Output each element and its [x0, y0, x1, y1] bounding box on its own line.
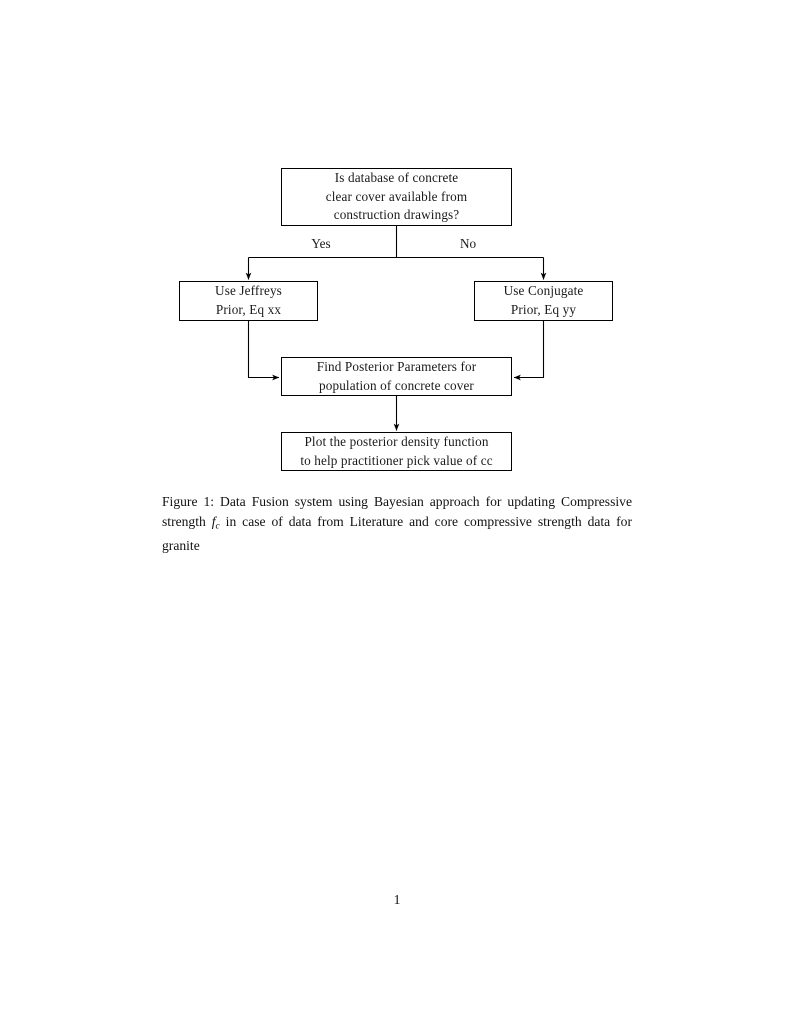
figure-1-diagram: Is database of concrete clear cover avai…: [0, 0, 794, 490]
node-posterior-line-1: Find Posterior Parameters for: [316, 358, 477, 374]
node-plot-line-1: Plot the posterior density function: [304, 433, 489, 449]
node-jeffreys-line-1: Use Jeffreys: [215, 283, 282, 299]
flowchart-connectors: [245, 226, 547, 431]
caption-math-subscript-c: c: [215, 520, 220, 532]
caption-label: Figure 1:: [162, 494, 215, 509]
caption-text-after-math: in case of data from Literature and core…: [162, 513, 632, 553]
flow-node-question: Is database of concrete clear cover avai…: [281, 168, 512, 226]
edge-label-no: No: [459, 236, 477, 251]
node-conjugate-line-1: Use Conjugate: [503, 283, 584, 299]
edge-jeffreys-to-posterior: [247, 321, 280, 381]
edge-label-yes: Yes: [311, 236, 331, 251]
node-conjugate-line-2: Prior, Eq yy: [510, 302, 577, 317]
node-posterior-line-2: population of concrete cover: [319, 377, 474, 393]
node-plot-line-2: to help practitioner pick value of cc: [300, 452, 493, 468]
node-question-line-1: Is database of concrete: [334, 170, 459, 186]
caption-math-symbol-f: f: [211, 513, 216, 529]
figure-caption: Figure 1: Data Fusion system using Bayes…: [162, 492, 632, 555]
caption-text-before-math: Data Fusion system using Bayesian approa…: [162, 494, 632, 529]
flow-node-plot-posterior-density: Plot the posterior density function to h…: [281, 432, 512, 471]
node-jeffreys-line-2: Prior, Eq xx: [215, 302, 282, 317]
node-question-line-3: construction drawings?: [333, 207, 460, 223]
flow-node-conjugate-prior: Use Conjugate Prior, Eq yy: [474, 281, 613, 321]
flow-node-jeffreys-prior: Use Jeffreys Prior, Eq xx: [179, 281, 318, 321]
edge-conjugate-to-posterior: [513, 321, 545, 381]
page-number: 1: [393, 892, 401, 907]
node-question-line-2: clear cover available from: [325, 188, 468, 204]
flow-node-find-posterior-parameters: Find Posterior Parameters for population…: [281, 357, 512, 396]
